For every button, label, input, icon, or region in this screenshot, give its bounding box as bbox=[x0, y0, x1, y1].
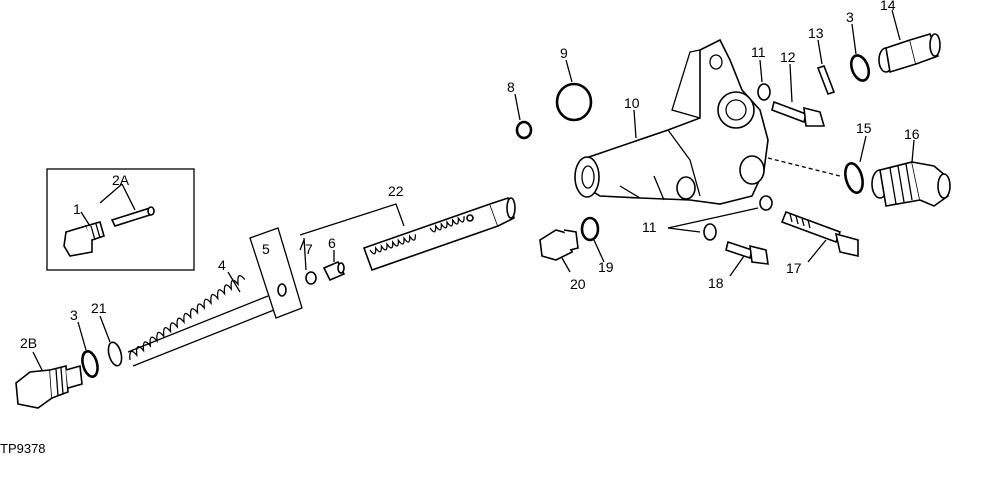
callout-17: 17 bbox=[786, 260, 802, 276]
part-8-o-ring bbox=[515, 120, 533, 140]
leader-13 bbox=[817, 39, 823, 65]
leader-21 bbox=[99, 315, 111, 343]
part-3-o-ring-left bbox=[81, 350, 99, 378]
leader-22 bbox=[299, 203, 405, 236]
callout-12: 12 bbox=[780, 49, 796, 65]
callout-19: 19 bbox=[598, 259, 614, 275]
leader-1 bbox=[80, 211, 91, 227]
callout-20: 20 bbox=[570, 276, 586, 292]
part-6-poppet bbox=[322, 260, 346, 282]
part-1-plug bbox=[63, 221, 105, 257]
part-4-spring bbox=[127, 274, 275, 367]
part-22-spool bbox=[362, 196, 516, 272]
callout-3-left: 3 bbox=[70, 307, 78, 323]
callout-3-right: 3 bbox=[846, 9, 854, 25]
leader-20 bbox=[561, 257, 571, 273]
callout-21: 21 bbox=[91, 300, 107, 316]
part-3-o-ring-right bbox=[849, 54, 871, 82]
leader-11-top bbox=[759, 59, 763, 83]
callout-15: 15 bbox=[856, 120, 872, 136]
part-18-bolt bbox=[725, 240, 769, 265]
callout-13: 13 bbox=[808, 25, 824, 41]
part-20-plug bbox=[539, 229, 579, 261]
part-21-washer bbox=[107, 341, 123, 367]
leader-11-lower bbox=[667, 207, 759, 233]
leader-8 bbox=[514, 93, 521, 121]
part-17-long-bolt bbox=[780, 210, 859, 257]
callout-22: 22 bbox=[388, 183, 404, 199]
callout-11-lower: 11 bbox=[642, 219, 657, 235]
leader-7 bbox=[299, 237, 307, 271]
inset-box: 2A 1 bbox=[46, 168, 195, 271]
part-5-washer bbox=[277, 283, 287, 297]
callout-9: 9 bbox=[560, 45, 568, 61]
callout-2B: 2B bbox=[20, 335, 37, 351]
part-7-ring bbox=[305, 271, 317, 285]
leader-12 bbox=[789, 63, 793, 103]
part-16-elbow-fitting bbox=[871, 161, 951, 207]
leader-2B bbox=[32, 351, 43, 371]
part-2A-pin bbox=[110, 206, 155, 227]
callout-2A: 2A bbox=[112, 172, 130, 188]
callout-4: 4 bbox=[218, 257, 226, 273]
callout-16: 16 bbox=[904, 126, 920, 142]
part-19-o-ring bbox=[580, 216, 600, 242]
part-11-washer-left bbox=[703, 223, 717, 241]
callout-18: 18 bbox=[708, 275, 724, 291]
part-10-valve-housing bbox=[574, 38, 769, 205]
callout-5: 5 bbox=[262, 241, 270, 257]
part-14-fitting bbox=[878, 33, 941, 74]
leader-14 bbox=[891, 9, 901, 41]
leader-15 bbox=[859, 135, 867, 163]
leader-3-right bbox=[851, 23, 857, 55]
part-15-o-ring bbox=[844, 162, 864, 194]
leader-4 bbox=[227, 271, 241, 293]
callout-11-top: 11 bbox=[751, 44, 766, 60]
callout-1: 1 bbox=[73, 201, 81, 217]
leader-16 bbox=[911, 139, 915, 163]
leader-17 bbox=[807, 239, 827, 263]
part-2B-plug bbox=[15, 364, 83, 409]
leader-19 bbox=[593, 239, 605, 263]
part-5-washer-frame bbox=[249, 227, 303, 319]
part-11-washer-right bbox=[759, 195, 773, 211]
part-13-pin bbox=[816, 64, 836, 96]
part-9-o-ring bbox=[555, 82, 593, 122]
leader-3-left bbox=[77, 321, 87, 351]
leader-10 bbox=[633, 109, 637, 139]
leader-2A bbox=[99, 183, 136, 211]
callout-7: 7 bbox=[305, 241, 313, 257]
leader-9 bbox=[565, 59, 573, 83]
alignment-line bbox=[767, 157, 841, 177]
callout-14: 14 bbox=[880, 0, 896, 13]
inset-frame bbox=[46, 168, 195, 271]
leader-18 bbox=[729, 255, 745, 277]
part-12-bolt bbox=[771, 100, 826, 127]
callout-10: 10 bbox=[624, 95, 640, 111]
part-11-washer-top bbox=[757, 83, 771, 101]
callout-8: 8 bbox=[507, 79, 515, 95]
figure-reference-code: TP9378 bbox=[0, 441, 46, 456]
callout-6: 6 bbox=[328, 235, 336, 251]
